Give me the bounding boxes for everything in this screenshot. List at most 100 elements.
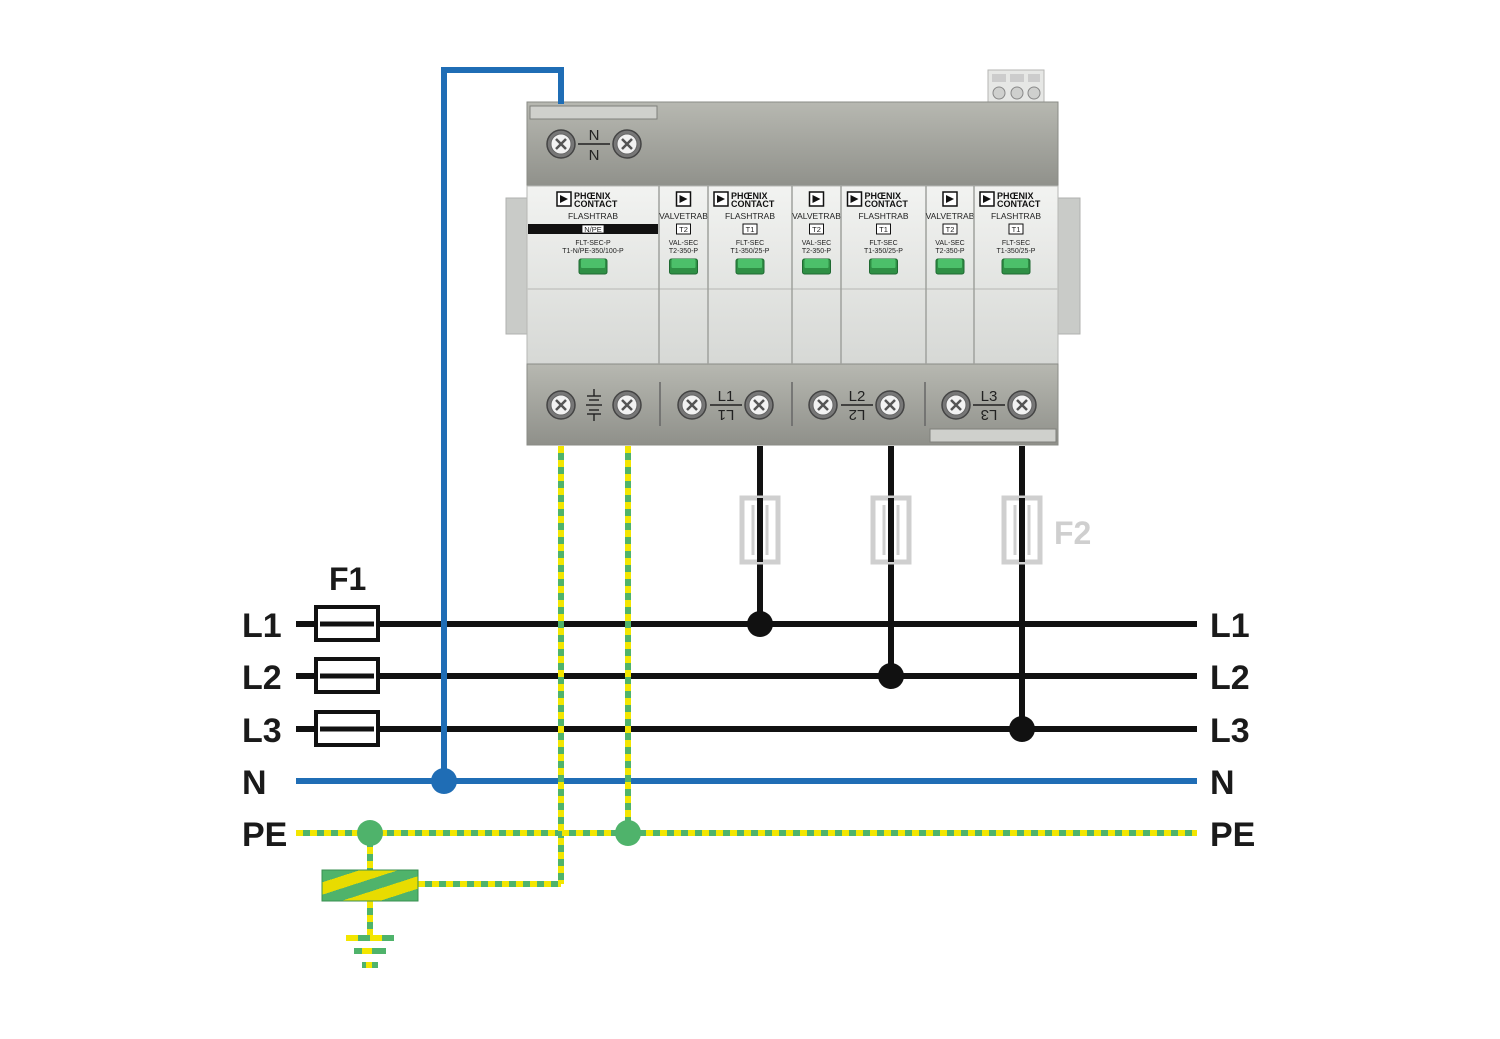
brand-label: CONTACT	[865, 199, 909, 209]
status-indicator	[935, 258, 965, 275]
terminal-screw-icon	[546, 390, 576, 420]
status-indicator	[1001, 258, 1031, 275]
status-indicator	[802, 258, 831, 275]
model-label: VAL-SEC	[935, 240, 964, 247]
model-label: FLT-SEC	[1002, 240, 1030, 247]
terminal-label-top: L1	[718, 388, 735, 405]
type-label: T2	[946, 225, 955, 234]
f2-fuses	[739, 495, 1043, 565]
din-rail-left	[505, 197, 531, 335]
phoenix-logo-icon	[846, 191, 863, 207]
fuse-f2-l3	[1001, 495, 1043, 565]
phoenix-logo-icon	[713, 191, 729, 207]
terminal-n: NN	[578, 127, 610, 164]
brand-label: PHŒNIX	[865, 191, 902, 201]
model-label: T1-N/PE-350/100-P	[562, 248, 624, 255]
model-label: T2-350-P	[935, 248, 965, 255]
type-label: T2	[679, 225, 688, 234]
status-indicator	[735, 258, 765, 275]
earth-ground-icon	[346, 935, 394, 968]
terminal-screw-icon	[612, 129, 642, 159]
f1-fuses	[314, 605, 380, 747]
left-label-pe: PE	[242, 816, 287, 854]
series-label: FLASHTRAB	[568, 211, 618, 221]
terminal-label-top: N	[589, 127, 600, 144]
terminal-label-bottom: L2	[849, 406, 866, 423]
terminal-label-top: L3	[981, 388, 998, 405]
model-label: FLT-SEC-P	[575, 240, 611, 247]
type-label: T1	[879, 225, 888, 234]
brand-label: CONTACT	[731, 199, 775, 209]
neutral-drop-wire	[441, 67, 564, 781]
terminal-screw-icon	[744, 390, 774, 420]
model-label: T1-350/25-P	[864, 248, 903, 255]
terminal-screw-icon	[808, 390, 838, 420]
fuse-label-f1: F1	[329, 561, 366, 597]
terminal-label-top: L2	[849, 388, 866, 405]
phoenix-logo-icon	[808, 191, 825, 207]
series-label: FLASHTRAB	[725, 211, 775, 221]
status-indicator	[869, 258, 898, 275]
type-label: T1	[746, 225, 755, 234]
fuse-label-f2: F2	[1054, 515, 1091, 551]
terminal-label-bottom: N	[589, 147, 600, 164]
fuse-f2-l2	[870, 495, 912, 565]
type-label: N/PE	[584, 225, 602, 234]
model-label: T1-350/25-P	[997, 248, 1036, 255]
terminal-screw-icon	[941, 390, 971, 420]
remote-signal-connector	[987, 69, 1045, 104]
right-label-pe: PE	[1210, 816, 1255, 854]
model-label: T2-350-P	[669, 248, 699, 255]
right-label-l3: L3	[1210, 712, 1250, 750]
left-label-n: N	[242, 764, 267, 802]
protection-module: PHŒNIXCONTACTFLASHTRABT1FLT-SECT1-350/25…	[840, 186, 909, 364]
model-label: FLT-SEC	[736, 240, 764, 247]
terminal-screw-icon	[677, 390, 707, 420]
junctions	[357, 611, 1035, 846]
terminal-screw-icon	[612, 390, 642, 420]
status-indicator	[669, 258, 698, 275]
status-indicator	[578, 258, 608, 275]
terminal-label-bottom: L1	[718, 406, 735, 423]
right-label-l1: L1	[1210, 607, 1250, 645]
terminal-label-bottom: L3	[981, 406, 998, 423]
equipotential-bonding-bar	[321, 869, 419, 902]
series-label: FLASHTRAB	[991, 211, 1041, 221]
series-label: VALVETRAB	[659, 211, 708, 221]
junction-pe-bonding	[357, 820, 383, 846]
module-layer: PHŒNIXCONTACTFLASHTRABN/PEFLT-SEC-PT1-N/…	[528, 186, 1041, 364]
junction-n	[431, 768, 457, 794]
model-label: T2-350-P	[802, 248, 832, 255]
phase-busbars	[296, 621, 1197, 732]
type-label: T1	[1012, 225, 1021, 234]
brand-label: PHŒNIX	[731, 191, 768, 201]
brand-label: CONTACT	[574, 199, 618, 209]
junction-l2	[878, 663, 904, 689]
terminal-screw-icon	[1007, 390, 1037, 420]
type-label: T2	[812, 225, 821, 234]
series-label: FLASHTRAB	[858, 211, 908, 221]
terminal-screw-icon	[875, 390, 905, 420]
terminal-screw-icon	[546, 129, 576, 159]
left-label-l3: L3	[242, 712, 282, 750]
protection-module: PHŒNIXCONTACTFLASHTRABT1FLT-SECT1-350/25…	[707, 186, 775, 364]
right-label-l2: L2	[1210, 659, 1250, 697]
phoenix-logo-icon	[675, 191, 692, 207]
brand-label: PHŒNIX	[574, 191, 611, 201]
pe-ground-icon	[586, 389, 602, 421]
junction-l1	[747, 611, 773, 637]
junction-l3	[1009, 716, 1035, 742]
left-label-l2: L2	[242, 659, 282, 697]
brand-label: PHŒNIX	[997, 191, 1034, 201]
junction-pe-device	[615, 820, 641, 846]
phoenix-logo-icon	[979, 191, 995, 207]
phoenix-logo-icon	[942, 191, 958, 207]
